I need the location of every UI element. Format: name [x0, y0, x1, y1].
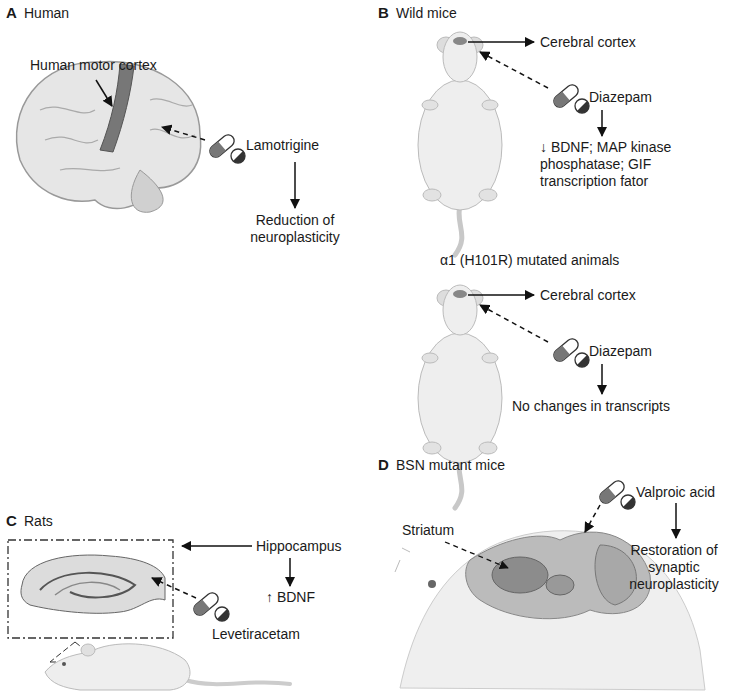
panel-letter: B: [378, 4, 389, 21]
rat: [45, 644, 290, 690]
region-label: Human motor cortex: [30, 57, 157, 74]
dashed-arrow: [152, 578, 196, 598]
pointer-arrow: [96, 80, 112, 106]
region-label: Striatum: [402, 522, 454, 539]
hippocampus: [21, 555, 165, 613]
drug-label: Diazepam: [589, 89, 652, 106]
region-label: Cerebral cortex: [540, 34, 636, 51]
drug-label: Levetiracetam: [212, 626, 300, 643]
dashed-arrow: [480, 52, 548, 88]
dashed-arrow: [585, 505, 600, 532]
region-label: Cerebral cortex: [540, 287, 636, 304]
panel-title: Rats: [24, 513, 53, 530]
region-label: Hippocampus: [256, 538, 342, 555]
effect-label: ↓ BDNF; MAP kinase phosphatase; GIF tran…: [540, 139, 728, 190]
effect-label: ↑ BDNF: [266, 589, 315, 606]
brain: [17, 62, 201, 213]
effect-arrow: [601, 364, 603, 394]
drug-label: Valproic acid: [636, 484, 715, 501]
pointer-arrow: [468, 294, 534, 296]
inset-frame: [8, 540, 173, 638]
panel-title: Wild mice: [396, 5, 457, 22]
panel-letter: D: [378, 456, 389, 473]
effect-arrow: [675, 503, 677, 538]
mouse-top: [418, 285, 502, 508]
pointer-arrow: [468, 41, 534, 43]
drug-label: Diazepam: [589, 343, 652, 360]
effect-label: Reduction of neuroplasticity: [240, 212, 350, 246]
pill-icon: [207, 132, 245, 163]
panel-letter: A: [6, 4, 17, 21]
panel-title: Human: [24, 5, 69, 22]
pill-icon: [551, 82, 589, 113]
effect-arrow: [289, 558, 291, 586]
drug-label: Lamotrigine: [246, 137, 319, 154]
mouse-top: [418, 32, 502, 255]
effect-label: No changes in transcripts: [512, 398, 670, 415]
pill-icon: [597, 478, 635, 509]
dashed-arrow: [162, 127, 205, 140]
group-label: α1 (H101R) mutated animals: [440, 252, 619, 269]
panel-title: BSN mutant mice: [396, 457, 505, 474]
effect-arrow: [294, 162, 296, 208]
pill-icon: [551, 336, 589, 367]
panel-letter: C: [6, 512, 17, 529]
pointer-arrow: [182, 545, 252, 547]
effect-arrow: [601, 110, 603, 136]
pill-icon: [191, 590, 229, 621]
dashed-arrow: [480, 305, 548, 342]
effect-label: Restoration of synaptic neuroplasticity: [620, 542, 728, 593]
leader-line: [445, 542, 508, 568]
